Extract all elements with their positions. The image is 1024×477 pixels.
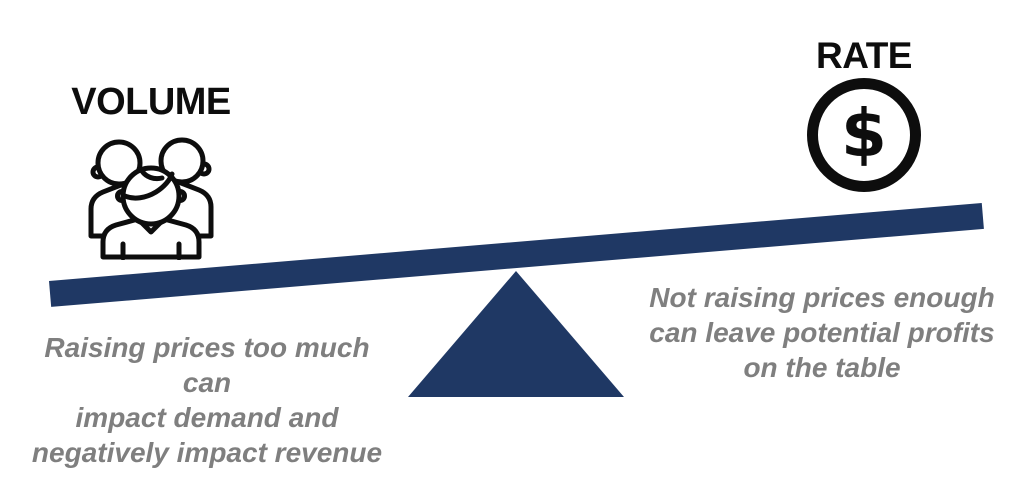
- caption-line: Not raising prices enough: [649, 282, 995, 313]
- caption-line: on the table: [743, 352, 901, 383]
- dollar-symbol: $: [841, 94, 887, 172]
- caption-line: can leave potential profits: [649, 317, 995, 348]
- dollar-circle-icon: $: [807, 78, 921, 192]
- volume-label: VOLUME: [71, 81, 231, 123]
- caption-line: impact demand and: [75, 402, 339, 433]
- rate-caption: Not raising prices enough can leave pote…: [642, 280, 1002, 385]
- caption-line: Raising prices too much can: [44, 332, 370, 398]
- volume-caption: Raising prices too much can impact deman…: [27, 330, 387, 470]
- caption-line: negatively impact revenue: [31, 437, 383, 468]
- rate-label: RATE: [816, 35, 912, 76]
- seesaw-fulcrum: [408, 271, 624, 397]
- people-group-icon: [86, 132, 216, 261]
